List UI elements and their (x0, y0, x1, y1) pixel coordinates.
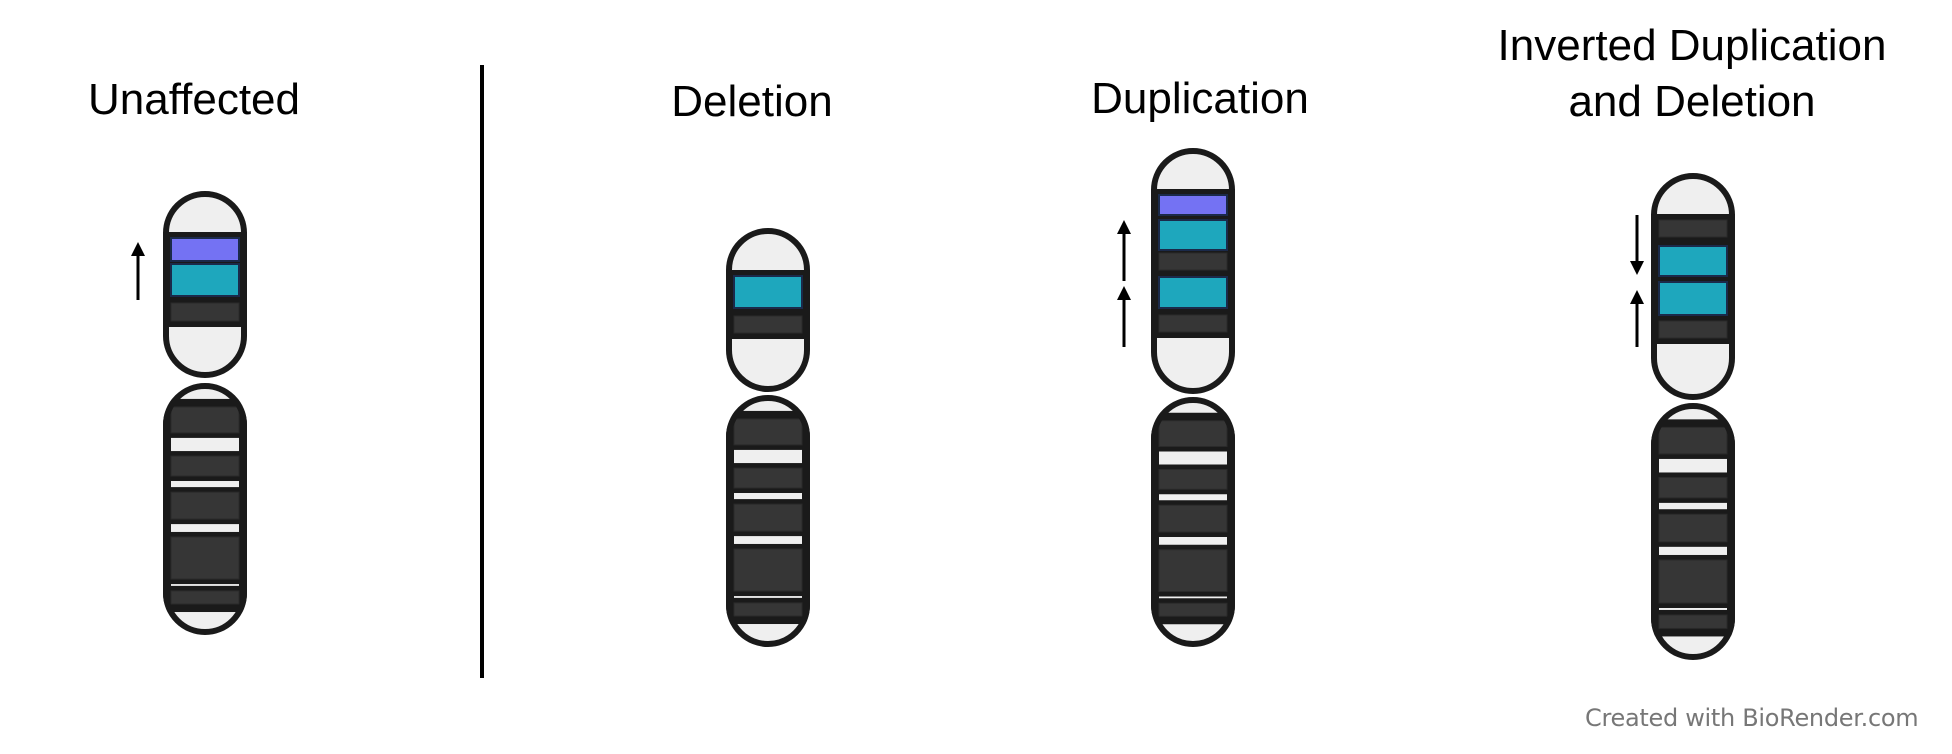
chromosome-2 (1151, 148, 1235, 647)
panel-title-unaffected: Unaffected (87, 75, 301, 124)
band-dark (1658, 559, 1728, 604)
band-light (734, 493, 802, 500)
band-light (1659, 502, 1727, 510)
band-dark (170, 491, 240, 520)
title-line-1: Inverted Duplication (1497, 21, 1887, 70)
p-arm (163, 191, 247, 378)
band-light (1659, 608, 1727, 610)
chromosome-1 (726, 228, 810, 647)
p-arm (1651, 173, 1735, 400)
band-dark (1158, 504, 1228, 533)
band-dark (1158, 602, 1228, 617)
band-light (1159, 494, 1227, 501)
band-teal (170, 263, 240, 297)
band-dark (170, 536, 240, 580)
band-light (1659, 546, 1727, 555)
band-teal (1158, 276, 1228, 309)
band-teal (1658, 245, 1728, 277)
band-light (171, 524, 239, 532)
title-line-2: and Deletion (1568, 77, 1816, 126)
band-teal (1158, 219, 1228, 251)
band-dark (1658, 513, 1728, 543)
band-dark (170, 406, 240, 434)
band-dark (733, 418, 803, 446)
q-arm (1651, 403, 1735, 660)
q-arm (163, 383, 247, 635)
direction-arrow-up-icon (1630, 290, 1644, 347)
band-dark (170, 455, 240, 477)
band-purple (1158, 194, 1228, 216)
section-divider (480, 65, 484, 678)
biorender-watermark: Created with BioRender.com (1585, 704, 1919, 732)
band-light (734, 596, 802, 598)
band-dark (733, 467, 803, 489)
band-dark (1158, 469, 1228, 490)
band-purple (170, 237, 240, 262)
band-dark (733, 503, 803, 532)
q-arm (726, 395, 810, 647)
p-arm (1151, 148, 1235, 394)
direction-arrow-up-icon (1117, 220, 1131, 281)
band-dark (1158, 549, 1228, 592)
band-light (1159, 451, 1227, 465)
band-dark (1658, 426, 1728, 455)
direction-arrow-down-icon (1630, 215, 1644, 275)
direction-arrow-up-icon (1117, 286, 1131, 347)
band-dark (170, 590, 240, 605)
band-dark (733, 602, 803, 617)
panel-title-inverted-duplication-deletion: Inverted Duplication and Deletion (1498, 18, 1887, 130)
band-dark (1658, 320, 1728, 339)
band-dark (1658, 476, 1728, 499)
band-dark (733, 315, 803, 334)
band-light (1659, 458, 1727, 473)
band-dark (1658, 614, 1728, 629)
band-light (1159, 596, 1227, 599)
band-light (734, 449, 802, 464)
band-dark (733, 548, 803, 592)
chromosome-0 (163, 191, 247, 635)
band-light (171, 584, 239, 586)
band-teal (733, 275, 803, 309)
band-dark (1158, 420, 1228, 447)
band-dark (1658, 219, 1728, 238)
panel-title-duplication: Duplication (1091, 74, 1309, 123)
band-dark (1158, 314, 1228, 333)
p-arm (726, 228, 810, 392)
band-light (734, 536, 802, 544)
band-dark (1158, 252, 1228, 271)
direction-arrow-up-icon (131, 242, 145, 300)
band-light (1159, 537, 1227, 545)
band-light (171, 481, 239, 488)
band-teal (1658, 281, 1728, 316)
q-arm (1151, 397, 1235, 647)
panel-title-deletion: Deletion (671, 77, 833, 126)
chromosome-3 (1651, 173, 1735, 660)
band-light (171, 437, 239, 452)
band-dark (170, 302, 240, 322)
